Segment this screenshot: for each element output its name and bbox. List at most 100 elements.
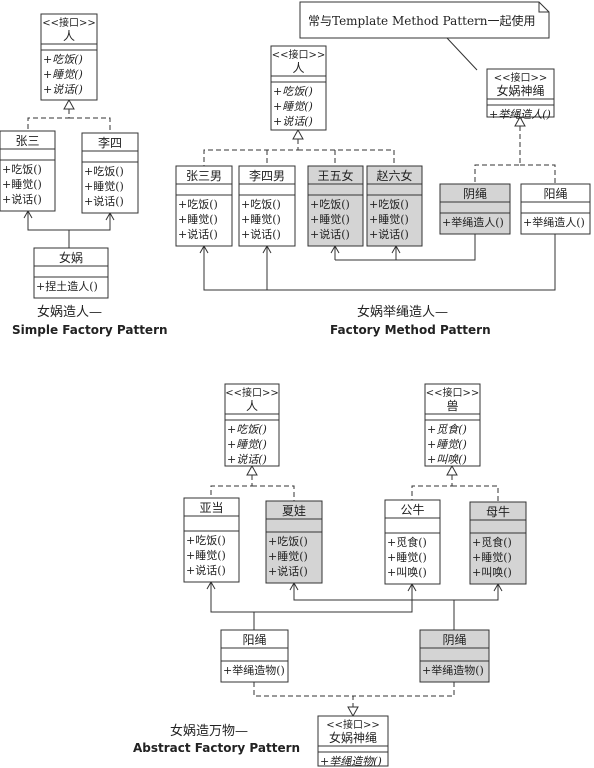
class-box-a-beast: <<接口>>兽 +觅食() +睡觉() +叫唤() [424,383,481,467]
caption-simple-line2: Simple Factory Pattern [12,323,168,337]
class-method: +吃饭() [273,85,313,98]
class-stereotype: <<接口>> [426,386,480,399]
class-name: 女娲 [59,250,83,265]
dependency-line [454,584,499,601]
realization-arrowhead [63,98,75,110]
class-method: +睡觉() [273,100,313,113]
class-boxes: <<接口>>人+吃饭()+睡觉()+说话()张三+吃饭()+睡觉()+说话()李… [0,13,591,768]
realization-line [474,126,521,184]
class-name: 人 [63,29,75,43]
class-box-frame [317,715,389,767]
class-method: +说话() [273,115,313,128]
class-method: +睡觉() [369,213,409,226]
realization-line [520,164,556,184]
realization-arrowhead [514,115,526,127]
class-method: +睡觉() [227,438,267,451]
class-method: +睡觉() [241,213,281,226]
class-name: 阴绳 [463,187,487,201]
class-box-frame [238,165,296,247]
class-method: +吃饭() [84,165,124,178]
realization-line [210,475,253,498]
class-box-s-nvwa: 女娲+捏土造人() [33,247,109,299]
class-method: +睡觉() [427,438,467,451]
realization-line [69,117,111,133]
class-box-frame [486,68,555,118]
realization-line [27,109,70,131]
class-name: 李四 [98,135,122,150]
class-method: +吃饭() [310,198,350,211]
caption-method-line2: Factory Method Pattern [330,323,491,337]
class-box-frame [366,165,423,247]
class-box-f-rope-if: <<接口>>女娲神绳+举绳造人() [486,68,555,121]
class-method: +举绳造人() [442,215,504,229]
class-box-a-bull: 公牛+觅食()+睡觉()+叫唤() [384,499,441,585]
class-box-f-wangwunv: 王五女+吃饭()+睡觉()+说话() [307,165,364,247]
dependency-line [203,234,556,291]
class-method: +吃饭() [186,534,226,547]
class-name: 张三男 [186,169,222,183]
class-box-s-lisi: 李四+吃饭()+睡觉()+说话() [81,132,139,214]
class-method: +叫唤() [472,565,512,579]
class-method: +吃饭() [241,198,281,211]
class-method: +举绳造物() [422,663,484,677]
dependency-line [69,213,111,231]
class-method: +觅食() [472,535,512,549]
class-name: 亚当 [199,501,223,515]
class-method: +睡觉() [472,551,512,564]
class-stereotype: <<接口>> [326,718,380,731]
class-method: +睡觉() [186,549,226,562]
class-box-f-person: <<接口>>人+吃饭()+睡觉()+说话() [270,45,327,131]
class-box-a-adam: 亚当+吃饭()+睡觉()+说话() [183,497,240,583]
class-box-frame [424,383,481,467]
class-box-a-person: <<接口>>人+吃饭()+睡觉()+说话() [224,383,280,467]
class-box-frame [419,629,490,683]
class-name: 张三 [15,134,39,148]
note-text: 常与Template Method Pattern一起使用 [308,13,536,28]
class-stereotype: <<接口>> [494,71,548,84]
realization-arrowhead [246,464,258,476]
class-method: +吃饭() [268,535,308,548]
class-box-f-zhangsannan: 张三男+吃饭()+睡觉()+说话() [175,165,233,247]
class-method: +说话() [268,564,308,578]
class-name: 人 [292,61,304,75]
note-callout: 常与Template Method Pattern一起使用 [299,1,550,71]
class-name: 母牛 [486,504,510,519]
class-stereotype: <<接口>> [42,16,96,29]
class-box-frame [384,499,441,585]
class-box-a-cow: 母牛 +觅食() +睡觉()+叫唤() [469,501,527,585]
class-method: +觅食() [427,423,467,436]
class-method: +吃饭() [369,198,409,211]
class-method: +说话() [43,83,83,96]
class-box-frame [270,45,327,131]
class-method: +睡觉() [2,178,42,191]
class-box-frame [265,500,323,584]
realization-line [252,485,295,501]
realization-line [203,139,299,166]
class-method: +说话() [2,192,42,206]
class-name: 阳绳 [543,187,567,201]
class-box-a-yin: 阴绳+举绳造物() [419,629,490,683]
class-box-frame [307,165,364,247]
realization-arrowhead [347,706,359,718]
class-method: +叫唤() [427,453,467,466]
class-box-frame [220,629,289,683]
class-box-frame [183,497,240,583]
class-box-a-eve: 夏娃+吃饭()+睡觉()+说话() [265,500,323,584]
class-method: +说话() [178,227,218,241]
class-method: +说话() [227,453,267,466]
class-box-frame [0,130,56,212]
class-name: 兽 [446,399,458,413]
class-method: +说话() [241,227,281,241]
class-box-frame [224,383,280,467]
class-name: 王五女 [317,168,353,183]
class-method: +睡觉() [84,180,124,193]
realization-arrowhead [292,128,304,140]
class-method: +吃饭() [227,423,267,436]
class-name: 阳绳 [242,633,266,647]
realization-line [411,475,453,500]
class-method: +举绳造人() [523,215,585,229]
class-box-frame [33,247,109,299]
class-method: +睡觉() [387,551,427,564]
class-box-a-yang: 阳绳+举绳造物() [220,629,289,683]
